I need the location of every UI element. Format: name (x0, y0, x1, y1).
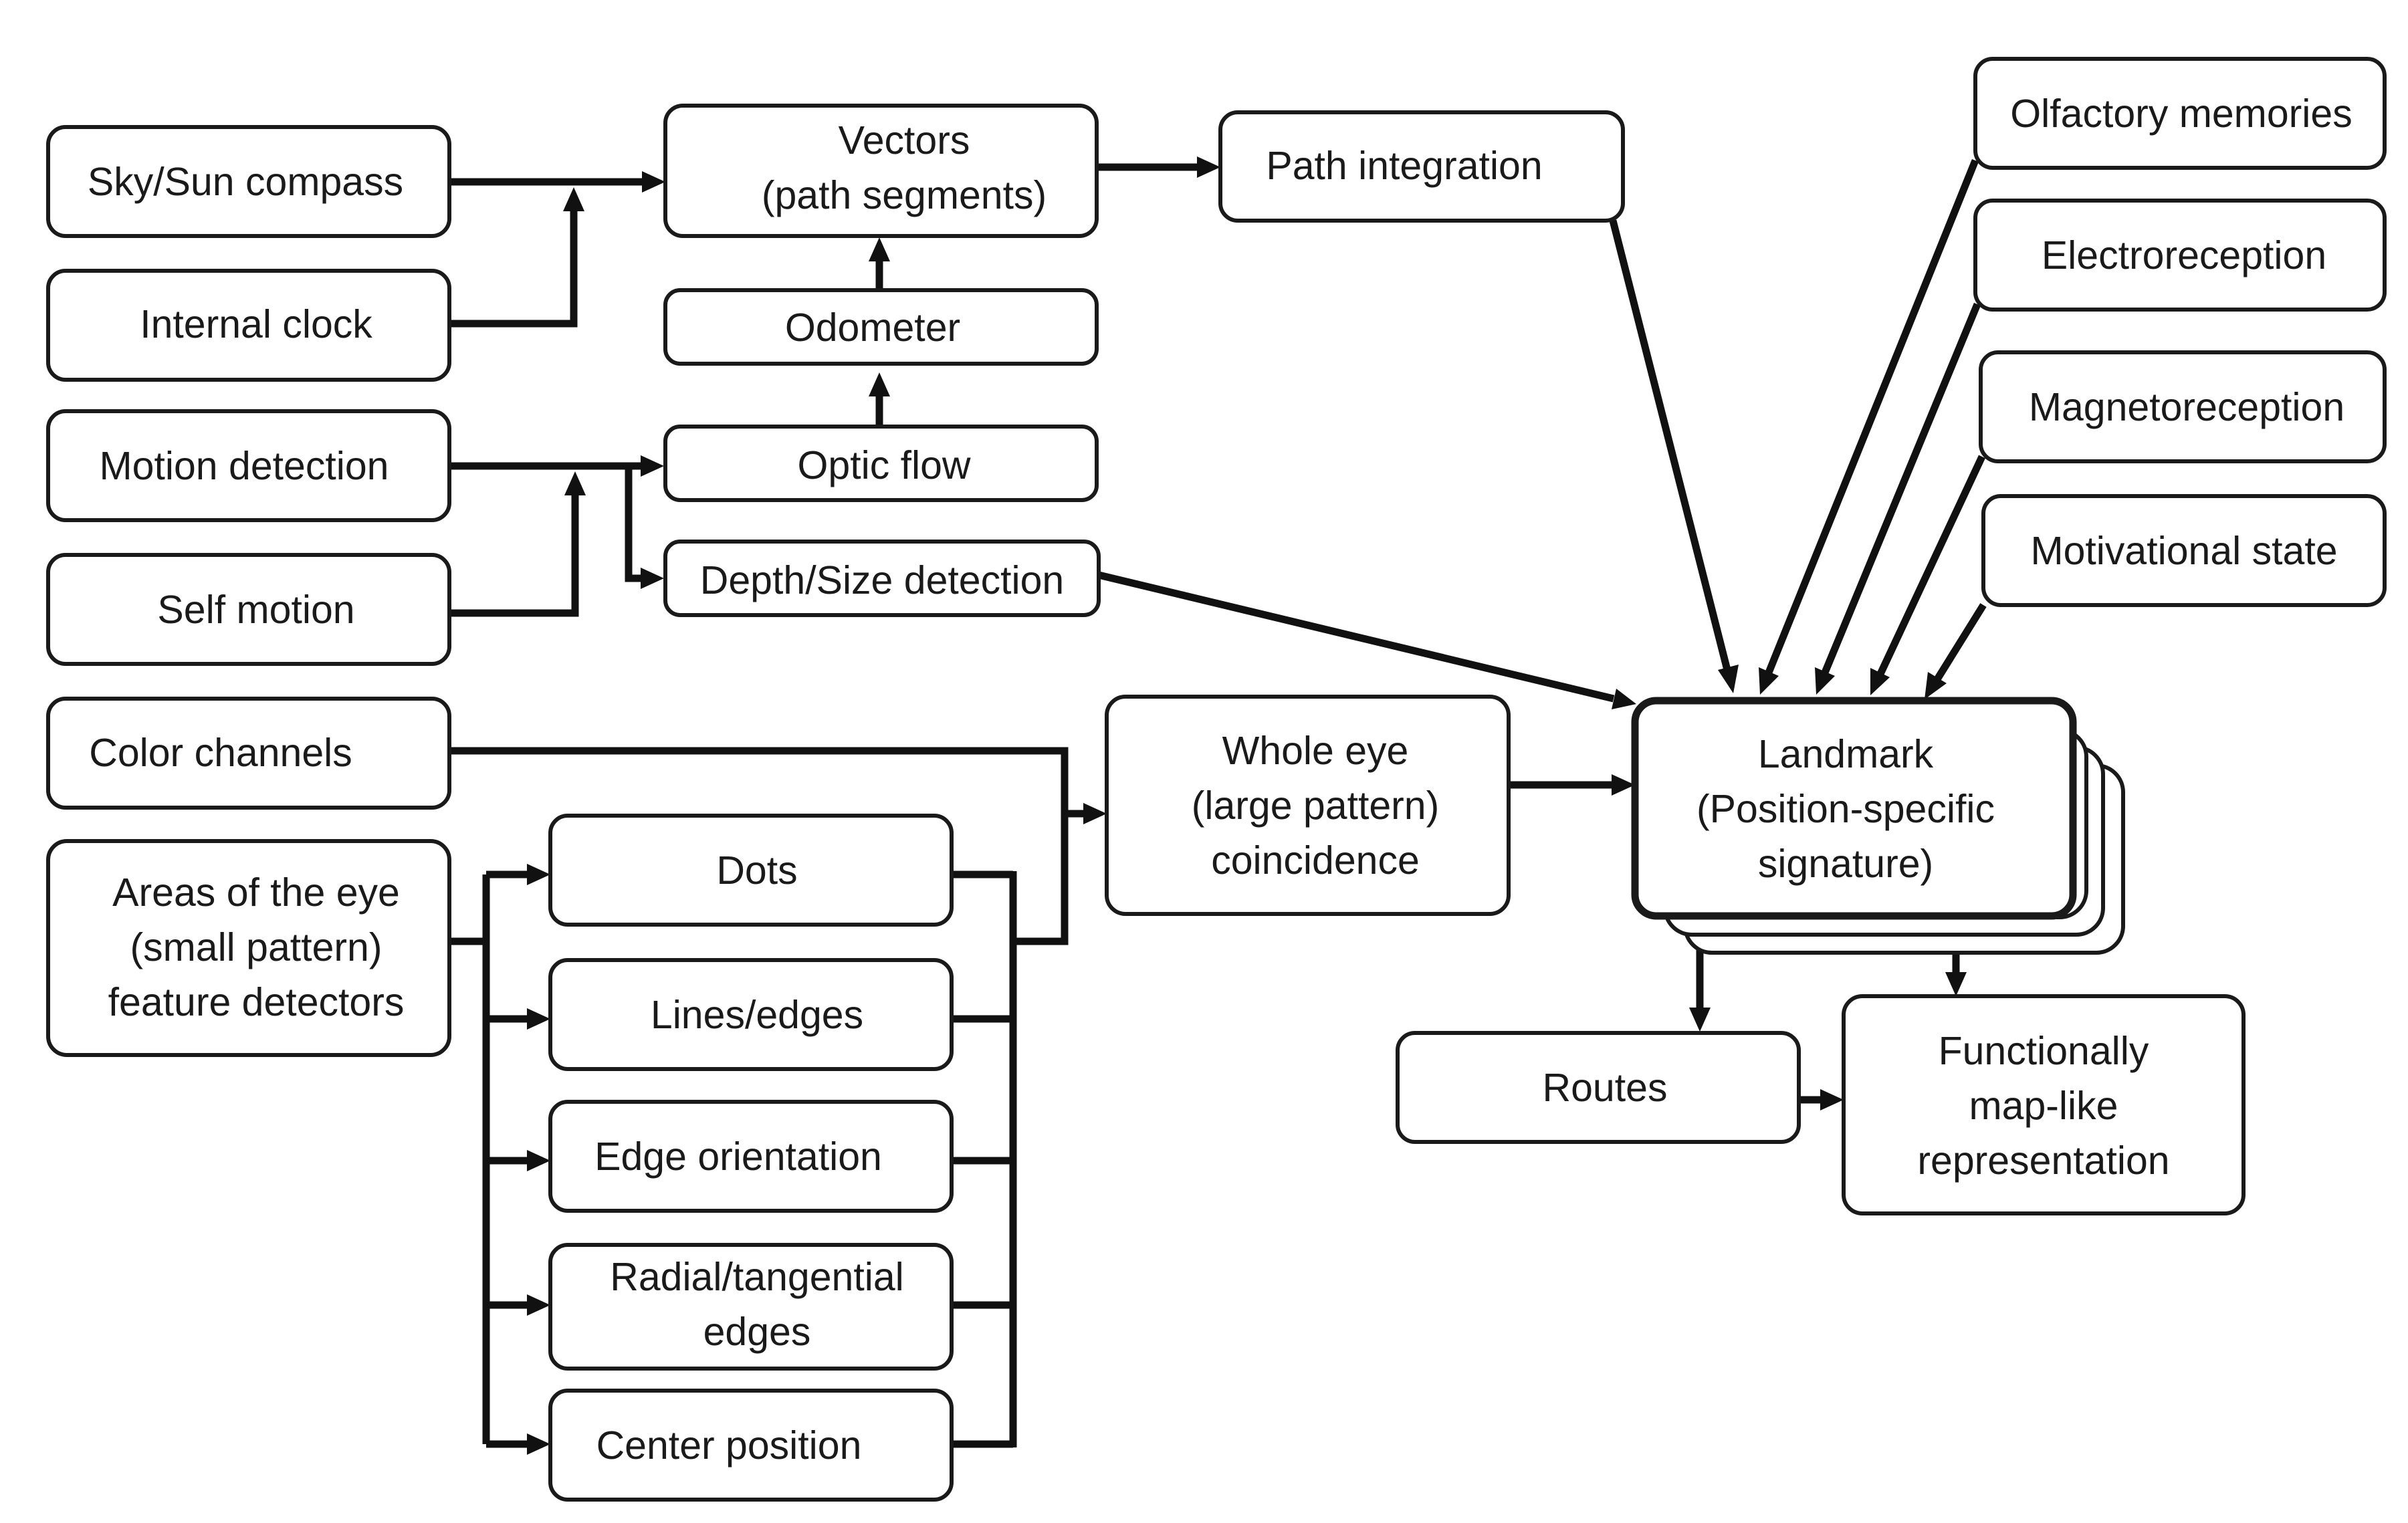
node-motion-detection: Motion detection (46, 409, 451, 522)
edge-magnetoreception-to-landmark (1870, 455, 1985, 695)
node-label: Magnetoreception (2029, 385, 2344, 429)
node-routes: Routes (1396, 1031, 1801, 1144)
edge-odometer-to-vectors (869, 237, 890, 290)
node-motivational-state: Motivational state (1981, 494, 2387, 607)
node-label-line-3: representation (1917, 1139, 2169, 1183)
node-label: Path integration (1266, 144, 1542, 188)
node-label: Edge orientation (594, 1135, 882, 1179)
node-label: Electroreception (2042, 233, 2326, 277)
node-label: Self motion (157, 588, 354, 632)
edge-routes-to-map-like (1799, 1089, 1844, 1110)
node-optic-flow: Optic flow (663, 425, 1099, 502)
node-vectors: Vectors (path segments) (663, 104, 1099, 238)
edge-color-channels-to-whole-eye (449, 747, 1107, 824)
node-internal-clock: Internal clock (46, 269, 451, 382)
node-label-line-3: signature) (1758, 842, 1933, 886)
edge-self-motion-to-optic-flow (449, 471, 586, 617)
edge-depth-size-detection-to-landmark (1097, 571, 1636, 709)
node-label: Odometer (785, 306, 960, 350)
node-edge-orientation: Edge orientation (548, 1100, 954, 1213)
node-odometer: Odometer (663, 288, 1099, 366)
node-label-line-2: edges (703, 1310, 811, 1354)
node-label-line-1: Whole eye (1222, 729, 1409, 773)
node-label-line-2: (Position-specific (1696, 787, 1995, 831)
node-label-line-1: Functionally (1939, 1029, 2149, 1073)
node-label: Internal clock (140, 302, 372, 346)
node-label: Color channels (89, 731, 352, 775)
edge-whole-eye-to-landmark (1509, 774, 1635, 796)
node-sky-sun-compass: Sky/Sun compass (46, 125, 451, 238)
edge-motion-detection-to-optic-flow (449, 455, 664, 477)
node-lines-edges: Lines/edges (548, 958, 954, 1071)
node-label: Motion detection (100, 444, 389, 488)
node-whole-eye: Whole eye (large pattern) coincidence (1105, 695, 1511, 916)
node-label-line-3: coincidence (1211, 838, 1420, 883)
edge-electroreception-to-landmark (1815, 302, 1981, 695)
edge-motion-detection-to-depth-size-detection (625, 466, 664, 589)
node-label: Olfactory memories (2010, 92, 2352, 136)
node-label-line-1: Landmark (1758, 732, 1934, 776)
node-self-motion: Self motion (46, 553, 451, 666)
node-label: Center position (596, 1423, 862, 1468)
edge-sky-sun-compass-to-vectors (449, 171, 665, 193)
node-electroreception: Electroreception (1973, 199, 2387, 312)
node-label: Dots (716, 848, 797, 893)
connectors (449, 156, 1987, 1455)
edge-vectors-to-path-integration (1097, 156, 1220, 178)
node-areas-of-the-eye: Areas of the eye (small pattern) feature… (46, 839, 451, 1057)
edge-path-integration-to-landmark (1609, 219, 1739, 693)
edge-olfactory-memories-to-landmark (1759, 158, 1979, 695)
node-label-line-2: (large pattern) (1192, 784, 1440, 828)
edge-motivational-state-to-landmark (1925, 603, 1987, 699)
node-label-line-2: (path segments) (762, 173, 1047, 217)
node-olfactory-memories: Olfactory memories (1973, 57, 2387, 170)
node-label: Sky/Sun compass (88, 160, 403, 204)
node-radial-tangential-edges: Radial/tangential edges (548, 1243, 954, 1371)
node-depth-size-detection: Depth/Size detection (663, 540, 1101, 617)
node-landmark: Landmark (Position-specific signature) (1631, 697, 2125, 955)
edge-feature-boxes-to-whole-eye (952, 814, 1069, 1448)
node-label: Motivational state (2030, 529, 2337, 573)
node-label-line-2: map-like (1969, 1084, 2118, 1128)
node-label: Depth/Size detection (700, 558, 1064, 602)
nodes: Sky/Sun compass Internal clock Vectors (… (46, 57, 2387, 1502)
node-color-channels: Color channels (46, 697, 451, 810)
node-label: Lines/edges (651, 993, 863, 1037)
node-magnetoreception: Magnetoreception (1979, 350, 2387, 463)
edge-areas-of-the-eye-to-feature-boxes (449, 864, 550, 1455)
node-label-line-2: (small pattern) (130, 925, 382, 969)
node-label-line-1: Areas of the eye (112, 870, 400, 915)
edge-optic-flow-to-odometer (869, 372, 890, 427)
node-path-integration: Path integration (1218, 110, 1625, 223)
node-center-position: Center position (548, 1389, 954, 1502)
node-dots: Dots (548, 814, 954, 927)
edge-internal-clock-to-vectors (449, 187, 584, 328)
node-functionally-map-like: Functionally map-like representation (1842, 994, 2246, 1215)
node-label-line-1: Vectors (839, 118, 970, 162)
node-label: Routes (1543, 1066, 1668, 1110)
node-label-line-3: feature detectors (108, 980, 405, 1024)
node-label: Optic flow (797, 443, 970, 487)
node-label-line-1: Radial/tangential (610, 1255, 904, 1299)
